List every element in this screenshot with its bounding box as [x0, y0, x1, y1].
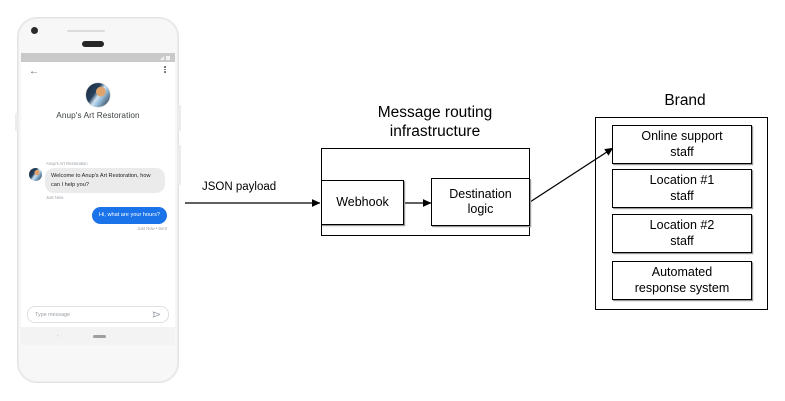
app-bar: ← — [21, 62, 175, 82]
phone-sensor-strip — [67, 30, 105, 32]
chat-message-list: Anup's Art Restoration Welcome to Anup's… — [21, 161, 175, 305]
message-composer[interactable]: Type message — [27, 306, 169, 323]
phone-earpiece-speaker — [82, 41, 104, 47]
phone-volume-button[interactable] — [178, 145, 181, 185]
location-1-staff-line1: Location #1 — [649, 173, 715, 188]
android-nav-bar: ‹ — [21, 327, 175, 345]
message-incoming: Anup's Art Restoration Welcome to Anup's… — [29, 161, 167, 200]
location-1-staff-line2: staff — [670, 188, 694, 203]
online-support-staff-line2: staff — [670, 144, 694, 159]
nav-home-pill-icon[interactable] — [93, 334, 106, 338]
kebab-menu-icon[interactable] — [164, 66, 166, 73]
outgoing-message-timestamp: Just Now • Sent — [137, 225, 167, 231]
battery-icon — [166, 55, 170, 60]
phone-screen: ← Anup's Art Restoration Anup's Art Rest… — [21, 53, 175, 345]
front-camera-icon — [31, 27, 38, 34]
brand-container — [595, 117, 768, 310]
automated-response-system-node[interactable]: Automated response system — [612, 261, 752, 300]
incoming-message-timestamp: Just Now — [46, 195, 64, 201]
brand-avatar — [86, 83, 110, 107]
outgoing-message-bubble: Hi, what are your hours? — [92, 207, 167, 224]
send-icon[interactable] — [152, 306, 161, 324]
infrastructure-title: Message routing infrastructure — [377, 104, 493, 140]
location-2-staff-node[interactable]: Location #2 staff — [612, 214, 752, 253]
message-outgoing: Hi, what are your hours? Just Now • Sent — [29, 207, 167, 231]
brand-name-label: Anup's Art Restoration — [56, 111, 140, 120]
arrow-destination-to-brand — [529, 147, 614, 203]
destination-logic-node[interactable]: Destination logic — [431, 178, 530, 226]
online-support-staff-line1: Online support — [641, 129, 723, 144]
automated-response-system-line1: Automated — [651, 265, 713, 280]
signal-triangle-icon — [160, 55, 164, 60]
destination-logic-label-line1: Destination — [449, 186, 512, 201]
message-sender-label: Anup's Art Restoration — [46, 161, 88, 166]
phone-power-button[interactable] — [178, 105, 181, 131]
phone-left-button[interactable] — [15, 113, 18, 131]
destination-logic-label-line2: logic — [467, 202, 494, 216]
message-input-placeholder[interactable]: Type message — [35, 311, 71, 318]
location-1-staff-node[interactable]: Location #1 staff — [612, 169, 752, 208]
webhook-node[interactable]: Webhook — [321, 180, 404, 225]
status-bar — [21, 53, 175, 62]
back-arrow-icon[interactable]: ← — [29, 66, 39, 77]
online-support-staff-node[interactable]: Online support staff — [612, 125, 752, 164]
brand-title: Brand — [664, 92, 706, 109]
conversation-header: Anup's Art Restoration — [21, 82, 175, 120]
location-2-staff-line2: staff — [670, 233, 694, 248]
incoming-message-bubble: Welcome to Anup's Art Restoration, how c… — [45, 168, 165, 194]
nav-back-icon[interactable]: ‹ — [57, 333, 59, 339]
message-avatar — [29, 168, 42, 181]
json-payload-label: JSON payload — [202, 181, 277, 193]
location-2-staff-line1: Location #2 — [649, 218, 715, 233]
automated-response-system-line2: response system — [634, 280, 730, 295]
phone-mockup: ← Anup's Art Restoration Anup's Art Rest… — [15, 17, 181, 383]
webhook-node-label: Webhook — [336, 194, 389, 209]
